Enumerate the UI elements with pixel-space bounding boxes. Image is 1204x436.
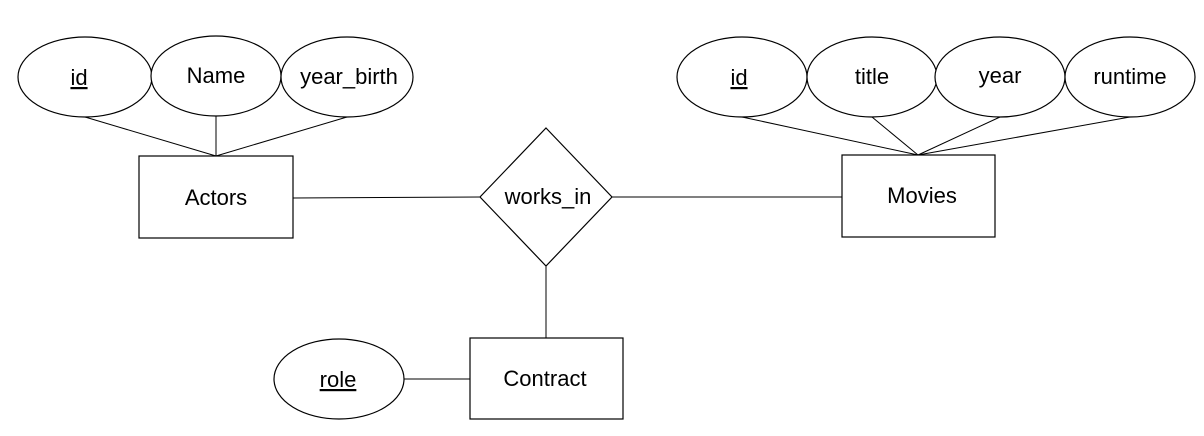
attribute-movies-title: title [806,36,938,118]
attribute-label: year [979,63,1022,88]
attribute-label: title [855,64,889,89]
entity-movies: Movies [841,154,996,238]
connectors [84,116,1131,380]
attribute-contract-role: role [273,338,405,420]
relationship-works-in: works_in [479,127,613,267]
connector-movies-title [871,116,919,156]
entity-actors: Actors [138,155,294,239]
attribute-movies-id: id [676,36,808,118]
entity-label: Actors [185,185,247,210]
attribute-label: id [730,65,747,90]
connector-movies-runtime [917,116,1131,156]
entity-label: Contract [503,366,586,391]
connector-movies-year [917,116,1001,156]
attribute-actors-id: id [17,36,153,118]
relationship-label: works_in [504,184,592,209]
connector-movies-id [741,116,919,156]
attribute-actors-year-birth: year_birth [280,36,414,118]
attribute-movies-runtime: runtime [1064,36,1196,118]
attribute-label: Name [187,63,246,88]
attribute-label: role [320,367,357,392]
entity-contract: Contract [469,337,624,420]
attribute-movies-year: year [934,36,1066,118]
connector-actors-id [84,116,217,157]
attribute-label: year_birth [300,64,398,89]
connector-actors-works-in [292,196,482,199]
connector-actors-year-birth [215,116,348,157]
attribute-actors-name: Name [150,35,282,117]
attribute-label: id [70,65,87,90]
attribute-label: runtime [1093,64,1166,89]
entity-label: Movies [887,183,957,208]
